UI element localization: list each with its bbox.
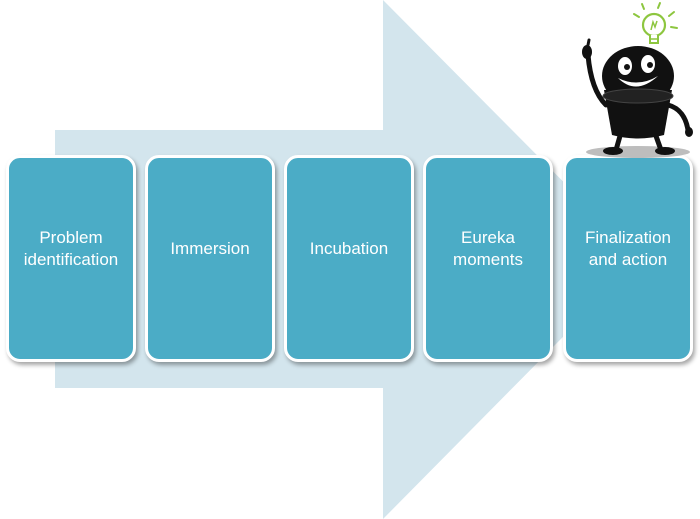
step-box-immersion: Immersion [145,155,275,362]
step-label: Incubation [309,238,389,258]
step-label: Immersion [170,238,250,258]
step-box-finalization-and-action: Finalization and action [563,155,693,362]
step-box-eureka-moments: Eureka moments [423,155,553,362]
step-label: Finalization and action [585,227,671,269]
step-box-problem-identification: Problem identification [6,155,136,362]
step-box-incubation: Incubation [284,155,414,362]
step-label: Problem identification [23,227,119,269]
lightbulb-idea-mascot-icon [582,2,693,158]
step-label: Eureka moments [453,227,523,269]
